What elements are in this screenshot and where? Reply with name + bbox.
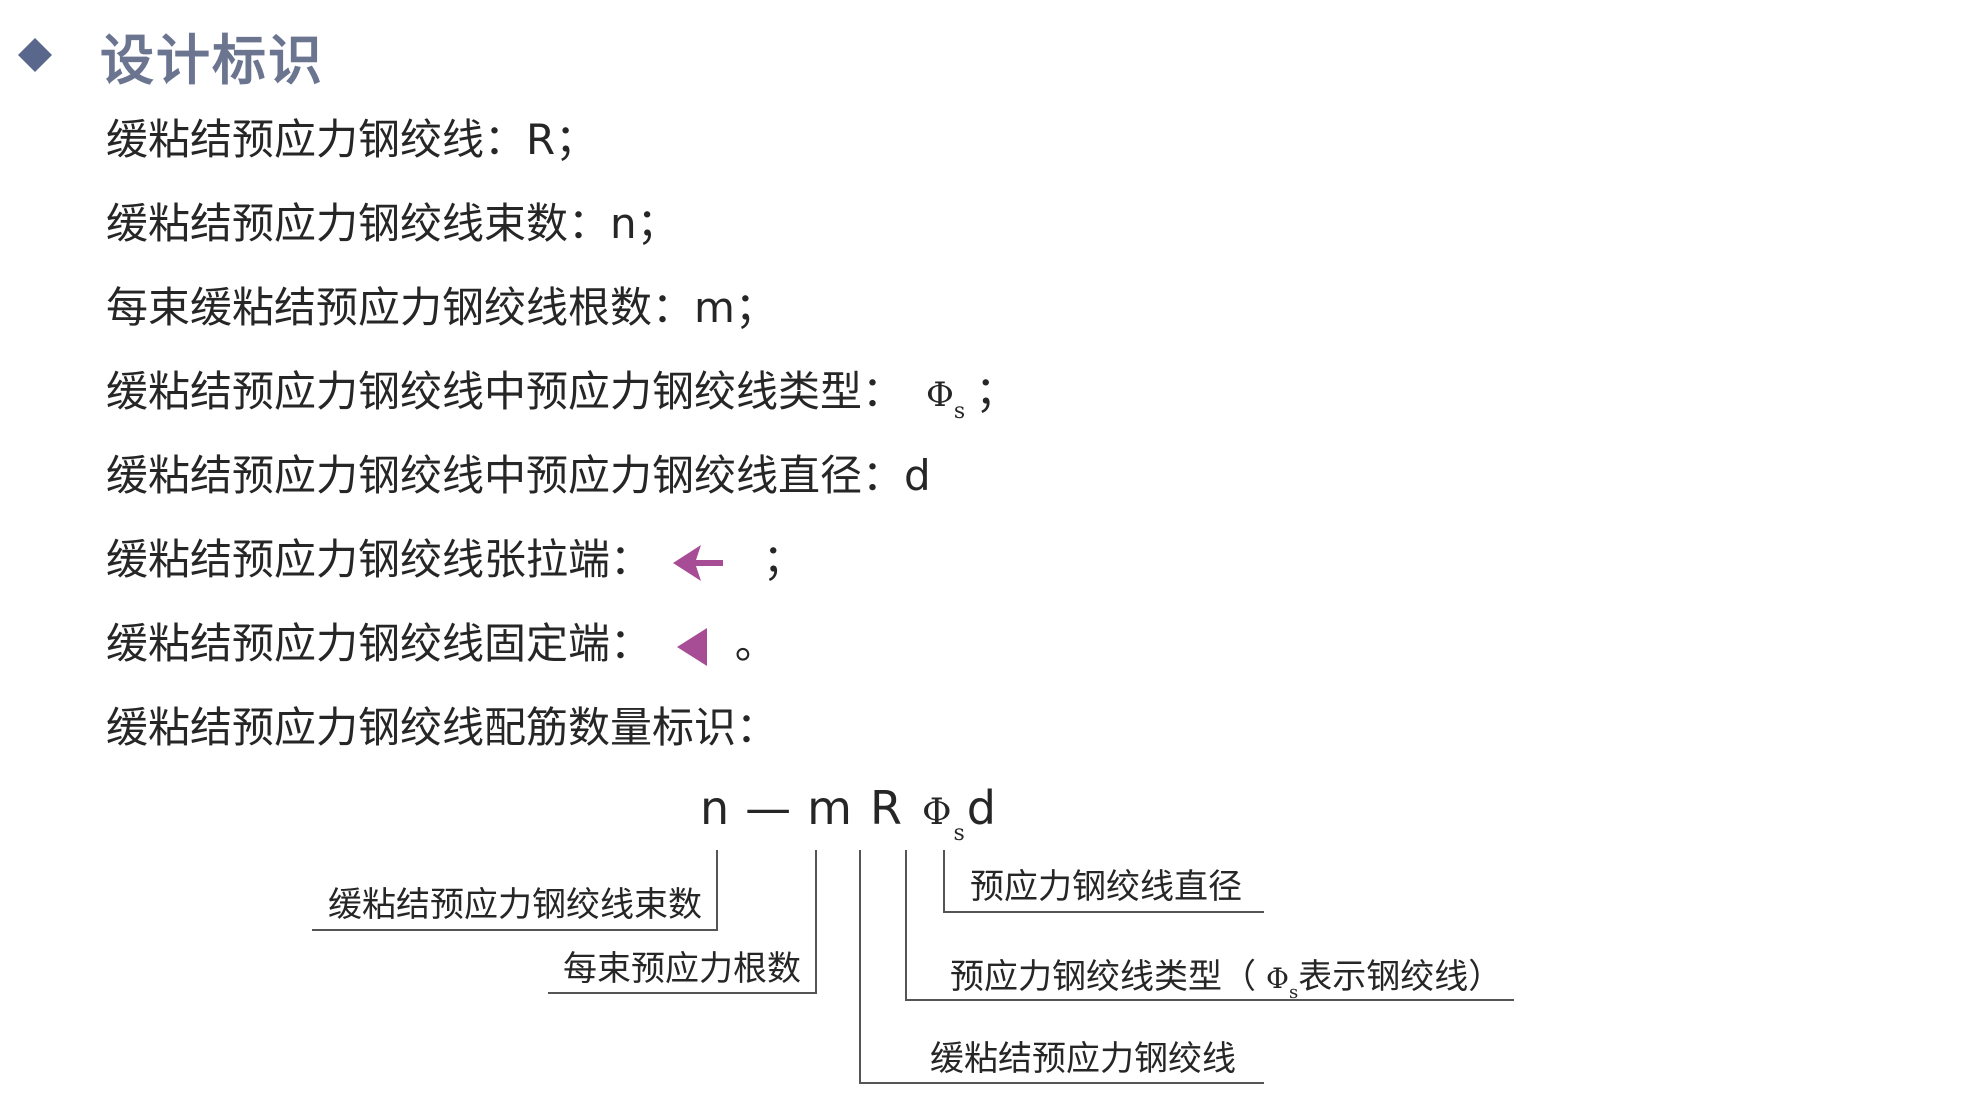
definition-text: 缓粘结预应力钢绞线配筋数量标识： <box>106 703 779 752</box>
definition-line-m: 每束缓粘结预应力钢绞线根数：m； <box>106 280 777 336</box>
formula-subscript: s <box>953 821 967 846</box>
callout-phi: Φ <box>1266 962 1289 995</box>
definition-line-fixed-end: 缓粘结预应力钢绞线固定端： 。 <box>106 616 777 672</box>
definition-line-notation: 缓粘结预应力钢绞线配筋数量标识： <box>106 700 778 756</box>
leader-line-bundle-count <box>312 850 718 931</box>
page-title: 设计标识 <box>100 27 324 92</box>
definition-text: 缓粘结预应力钢绞线束数：n； <box>106 199 679 248</box>
phi-symbol: Φ <box>926 375 954 415</box>
formula-r: R <box>869 781 904 835</box>
callout-phi-subscript: s <box>1288 982 1299 1003</box>
leader-line-per-bundle <box>548 850 817 994</box>
definition-text: 缓粘结预应力钢绞线中预应力钢绞线类型： <box>106 367 905 416</box>
callout-per-bundle: 每束预应力根数 <box>563 949 801 989</box>
leader-line-diameter <box>943 850 1264 913</box>
definition-line-diameter: 缓粘结预应力钢绞线中预应力钢绞线直径：d <box>106 448 931 504</box>
diamond-icon <box>18 38 52 72</box>
definition-line-tension-end: 缓粘结预应力钢绞线张拉端： ； <box>106 532 805 588</box>
definition-suffix: ； <box>762 535 805 584</box>
leader-line-strand <box>859 850 1264 1084</box>
definition-text: 缓粘结预应力钢绞线：R； <box>106 115 598 164</box>
definition-text: 缓粘结预应力钢绞线固定端： <box>106 619 653 668</box>
definition-line-n: 缓粘结预应力钢绞线束数：n； <box>106 196 679 252</box>
formula-d: d <box>966 781 998 835</box>
definition-suffix: 。 <box>734 619 777 668</box>
definition-text: 缓粘结预应力钢绞线中预应力钢绞线直径：d <box>106 451 931 500</box>
formula-n: n <box>700 781 732 835</box>
definition-text: 缓粘结预应力钢绞线张拉端： <box>106 535 653 584</box>
formula-dash: — <box>745 781 794 835</box>
phi-subscript: s <box>953 399 966 424</box>
callout-bundle-count: 缓粘结预应力钢绞线束数 <box>328 885 702 925</box>
callout-strand-type-text: 预应力钢绞线类型（ <box>950 957 1256 997</box>
definition-suffix: ； <box>975 367 1018 416</box>
tension-end-arrow-icon <box>673 544 724 581</box>
definition-text: 每束缓粘结预应力钢绞线根数：m； <box>106 283 777 332</box>
fixed-end-triangle-icon <box>677 627 708 666</box>
formula-m: m <box>807 781 854 835</box>
callout-diameter: 预应力钢绞线直径 <box>970 867 1242 907</box>
formula-phi: Φ <box>921 792 954 833</box>
callout-strand-type: 预应力钢绞线类型（ Φs表示钢绞线） <box>950 956 1502 1014</box>
definition-line-r: 缓粘结预应力钢绞线：R； <box>106 112 597 168</box>
title-row: 设计标识 <box>14 20 324 92</box>
callout-strand: 缓粘结预应力钢绞线 <box>930 1039 1236 1079</box>
leader-line-strand-type <box>905 850 1514 1001</box>
callout-strand-type-tail: 表示钢绞线） <box>1298 957 1503 997</box>
definition-line-type: 缓粘结预应力钢绞线中预应力钢绞线类型： Φs ； <box>106 364 1017 440</box>
